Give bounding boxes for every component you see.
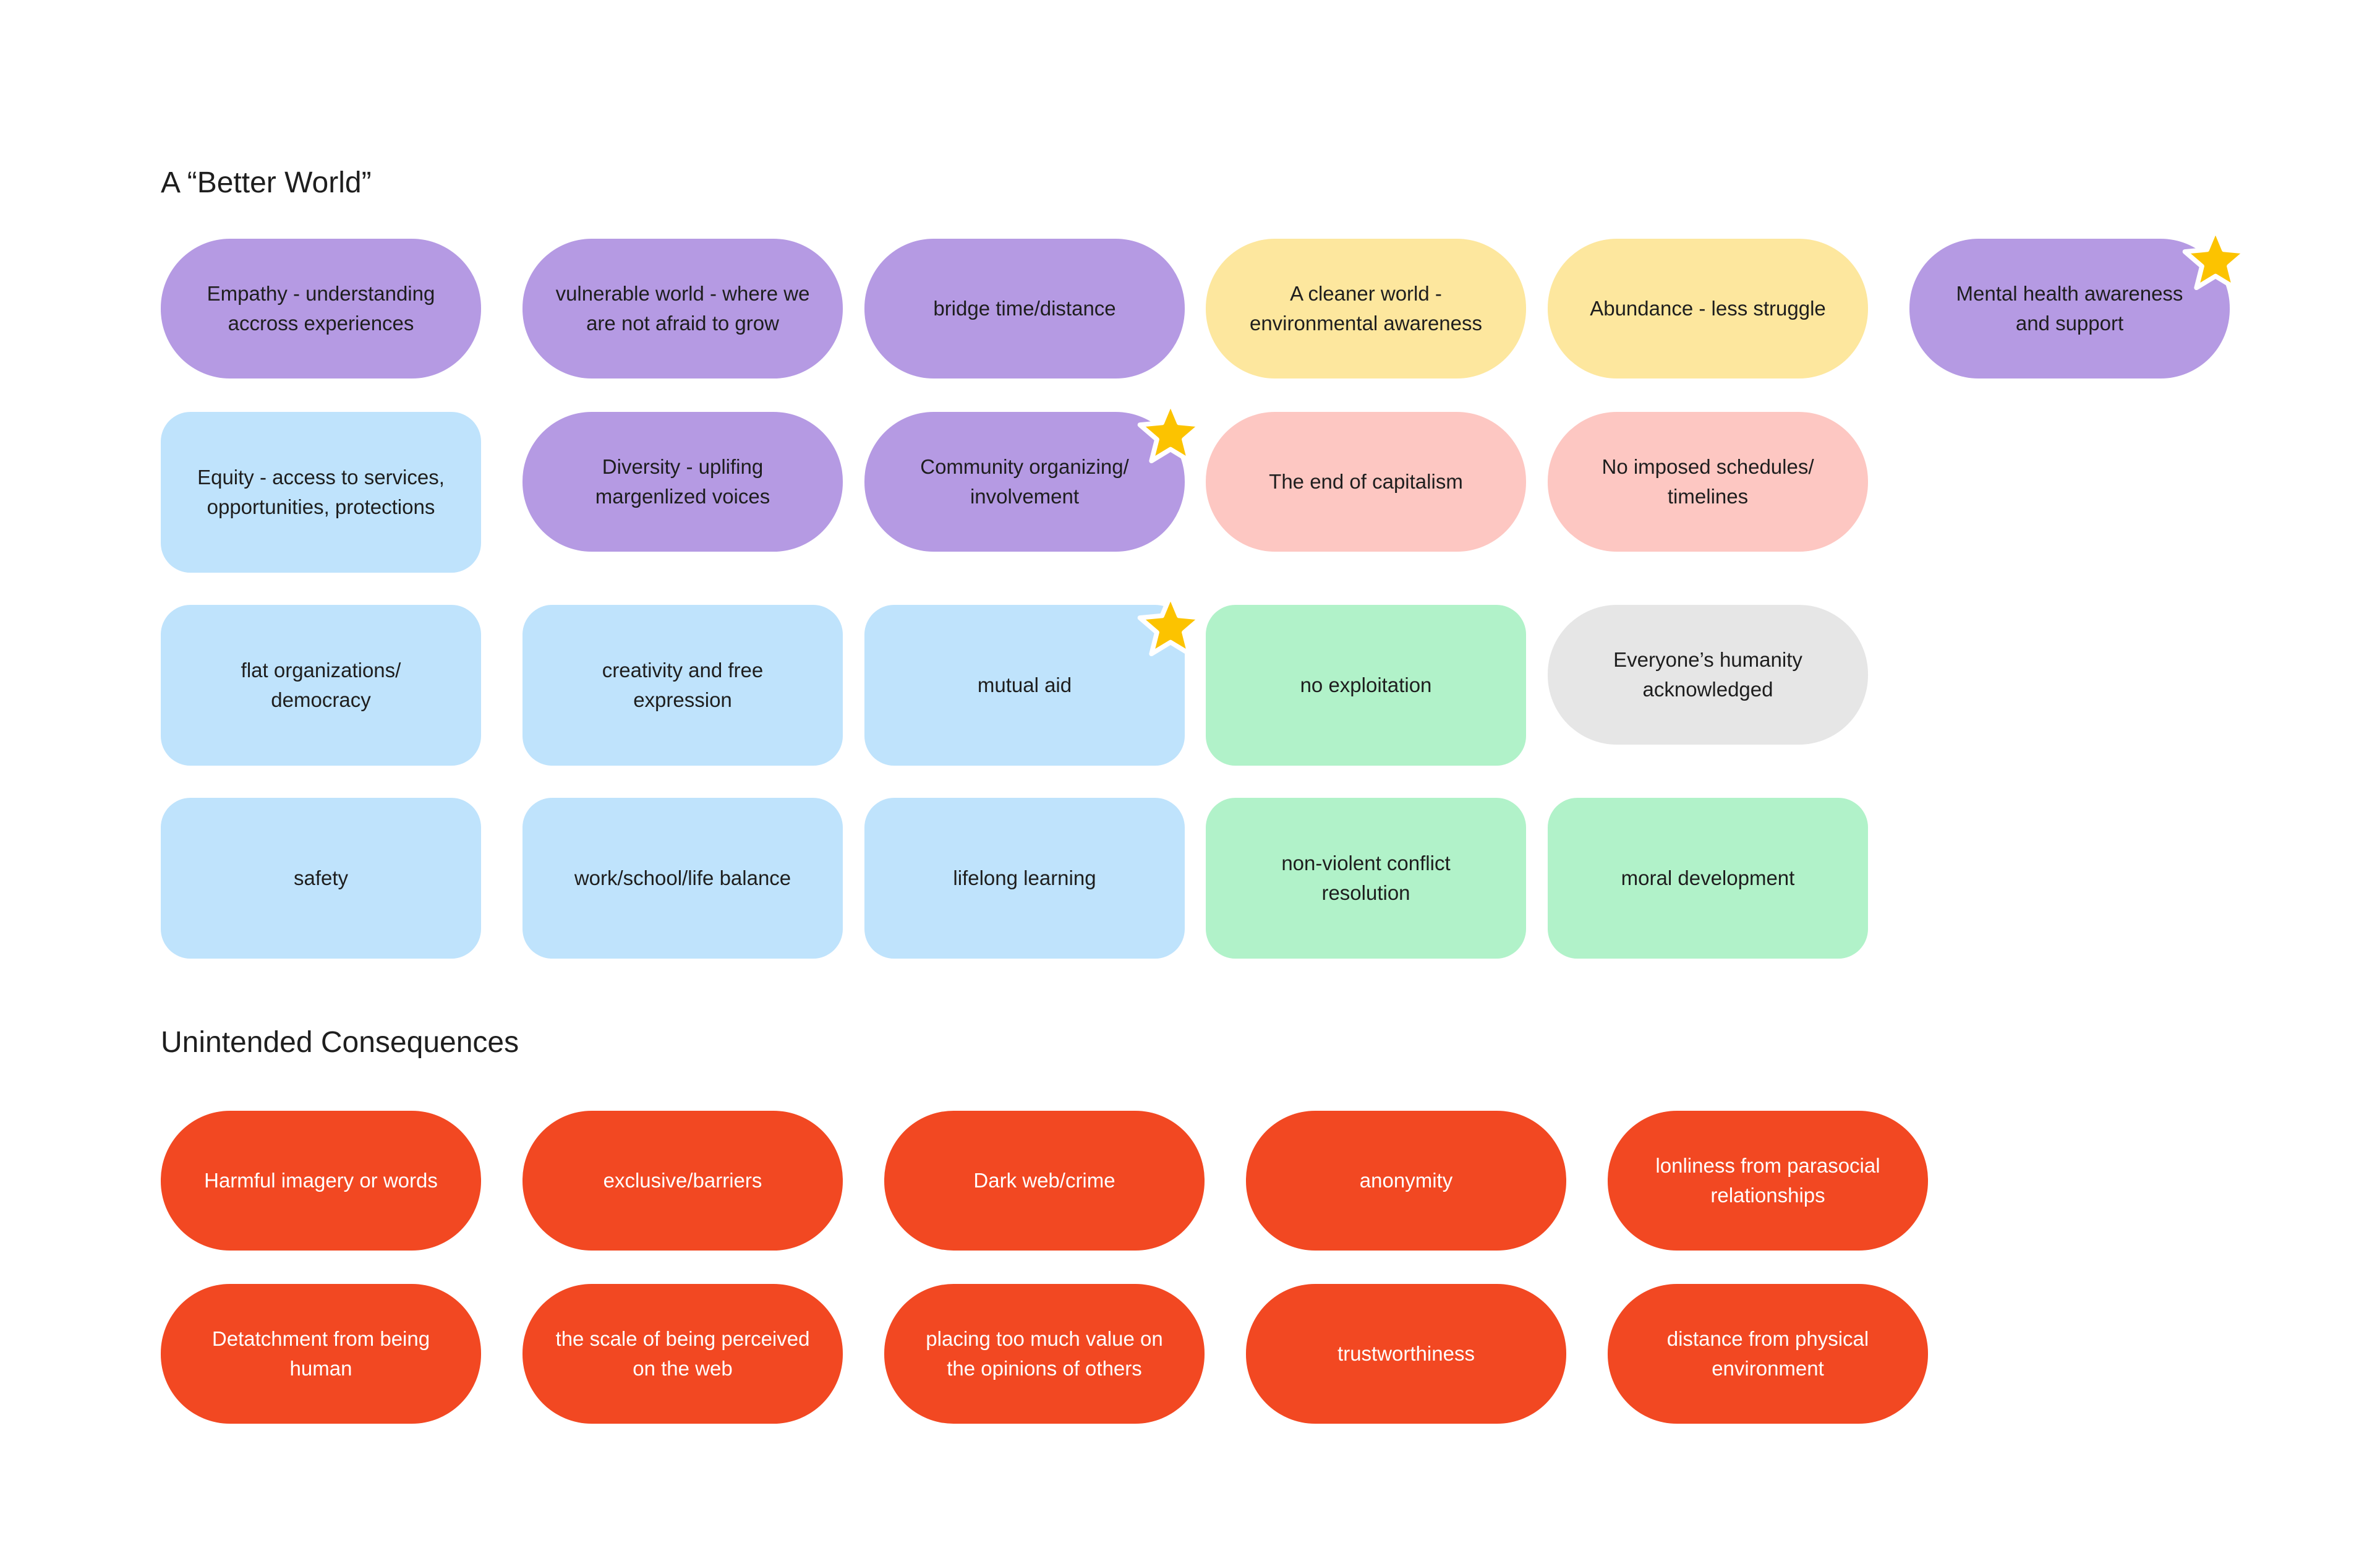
sticky-note-distance-from-physical-environment[interactable]: distance from physical environment [1608,1284,1928,1424]
sticky-note-mutual-aid[interactable]: mutual aid [864,605,1185,766]
sticky-note-equity-access-to-services-opportunities-[interactable]: Equity - access to services, opportuniti… [161,412,481,573]
sticky-note-text: creativity and free expression [602,659,764,711]
sticky-note-text: safety [293,866,349,889]
sticky-note-text: Abundance - less struggle [1590,297,1826,320]
sticky-note-text: The end of capitalism [1269,470,1463,493]
sticky-note-text: no exploitation [1300,674,1432,696]
sticky-note-text: mutual aid [977,674,1072,696]
sticky-note-text: moral development [1621,866,1795,889]
sticky-note-text: Mental health awareness and support [1956,282,2183,335]
sticky-note-text: Empathy - understanding accross experien… [207,282,435,335]
sticky-note-placing-too-much-value-on-the-opinions-o[interactable]: placing too much value on the opinions o… [884,1284,1205,1424]
sticky-note-text: anonymity [1359,1169,1453,1192]
sticky-note-lifelong-learning[interactable]: lifelong learning [864,798,1185,959]
sticky-note-no-exploitation[interactable]: no exploitation [1206,605,1526,766]
sticky-note-everyone-s-humanity-acknowledged[interactable]: Everyone’s humanity acknowledged [1548,605,1868,745]
sticky-note-non-violent-conflict-resolution[interactable]: non-violent conflict resolution [1206,798,1526,959]
sticky-note-text: No imposed schedules/ timelines [1602,455,1814,508]
sticky-note-text: Harmful imagery or words [204,1169,438,1192]
sticky-note-text: the scale of being perceived on the web [555,1327,810,1380]
section-title-unintended-consequences: Unintended Consequences [161,1026,519,1059]
sticky-note-lonliness-from-parasocial-relationships[interactable]: lonliness from parasocial relationships [1608,1111,1928,1251]
sticky-note-text: Everyone’s humanity acknowledged [1613,648,1802,701]
sticky-note-text: Community organizing/ involvement [920,455,1129,508]
sticky-note-text: exclusive/barriers [603,1169,762,1192]
sticky-note-text: Diversity - uplifing margenlized voices [595,455,770,508]
sticky-note-text: flat organizations/ democracy [241,659,401,711]
sticky-note-the-end-of-capitalism[interactable]: The end of capitalism [1206,412,1526,552]
sticky-note-the-scale-of-being-perceived-on-the-web[interactable]: the scale of being perceived on the web [522,1284,843,1424]
sticky-note-abundance-less-struggle[interactable]: Abundance - less struggle [1548,239,1868,378]
sticky-note-text: lifelong learning [953,866,1096,889]
sticky-note-mental-health-awareness-and-support[interactable]: Mental health awareness and support [1909,239,2230,378]
sticky-note-text: Dark web/crime [973,1169,1115,1192]
sticky-note-harmful-imagery-or-words[interactable]: Harmful imagery or words [161,1111,481,1251]
sticky-note-text: work/school/life balance [574,866,791,889]
sticky-note-text: bridge time/distance [933,297,1116,320]
sticky-note-detatchment-from-being-human[interactable]: Detatchment from being human [161,1284,481,1424]
sticky-note-a-cleaner-world-environmental-awareness[interactable]: A cleaner world - environmental awarenes… [1206,239,1526,378]
sticky-note-anonymity[interactable]: anonymity [1246,1111,1566,1251]
sticky-note-text: non-violent conflict resolution [1281,852,1451,904]
sticky-note-moral-development[interactable]: moral development [1548,798,1868,959]
sticky-note-diversity-uplifing-margenlized-voices[interactable]: Diversity - uplifing margenlized voices [522,412,843,552]
sticky-note-text: Detatchment from being human [211,1327,430,1380]
sticky-note-creativity-and-free-expression[interactable]: creativity and free expression [522,605,843,766]
sticky-note-flat-organizations-democracy[interactable]: flat organizations/ democracy [161,605,481,766]
sticky-note-work-school-life-balance[interactable]: work/school/life balance [522,798,843,959]
sticky-note-text: distance from physical environment [1666,1327,1869,1380]
sticky-note-text: lonliness from parasocial relationships [1655,1154,1880,1207]
sticky-note-text: A cleaner world - environmental awarenes… [1249,282,1483,335]
sticky-note-empathy-understanding-accross-experience[interactable]: Empathy - understanding accross experien… [161,239,481,378]
sticky-note-text: placing too much value on the opinions o… [926,1327,1163,1380]
section-title-better-world: A “Better World” [161,166,372,199]
sticky-note-text: trustworthiness [1337,1342,1475,1365]
sticky-note-trustworthiness[interactable]: trustworthiness [1246,1284,1566,1424]
sticky-note-safety[interactable]: safety [161,798,481,959]
sticky-note-community-organizing-involvement[interactable]: Community organizing/ involvement [864,412,1185,552]
sticky-note-text: vulnerable world - where we are not afra… [555,282,810,335]
sticky-note-text: Equity - access to services, opportuniti… [197,466,445,518]
sticky-note-exclusive-barriers[interactable]: exclusive/barriers [522,1111,843,1251]
sticky-note-dark-web-crime[interactable]: Dark web/crime [884,1111,1205,1251]
sticky-note-vulnerable-world-where-we-are-not-afraid[interactable]: vulnerable world - where we are not afra… [522,239,843,378]
sticky-note-no-imposed-schedules-timelines[interactable]: No imposed schedules/ timelines [1548,412,1868,552]
sticky-note-bridge-time-distance[interactable]: bridge time/distance [864,239,1185,378]
